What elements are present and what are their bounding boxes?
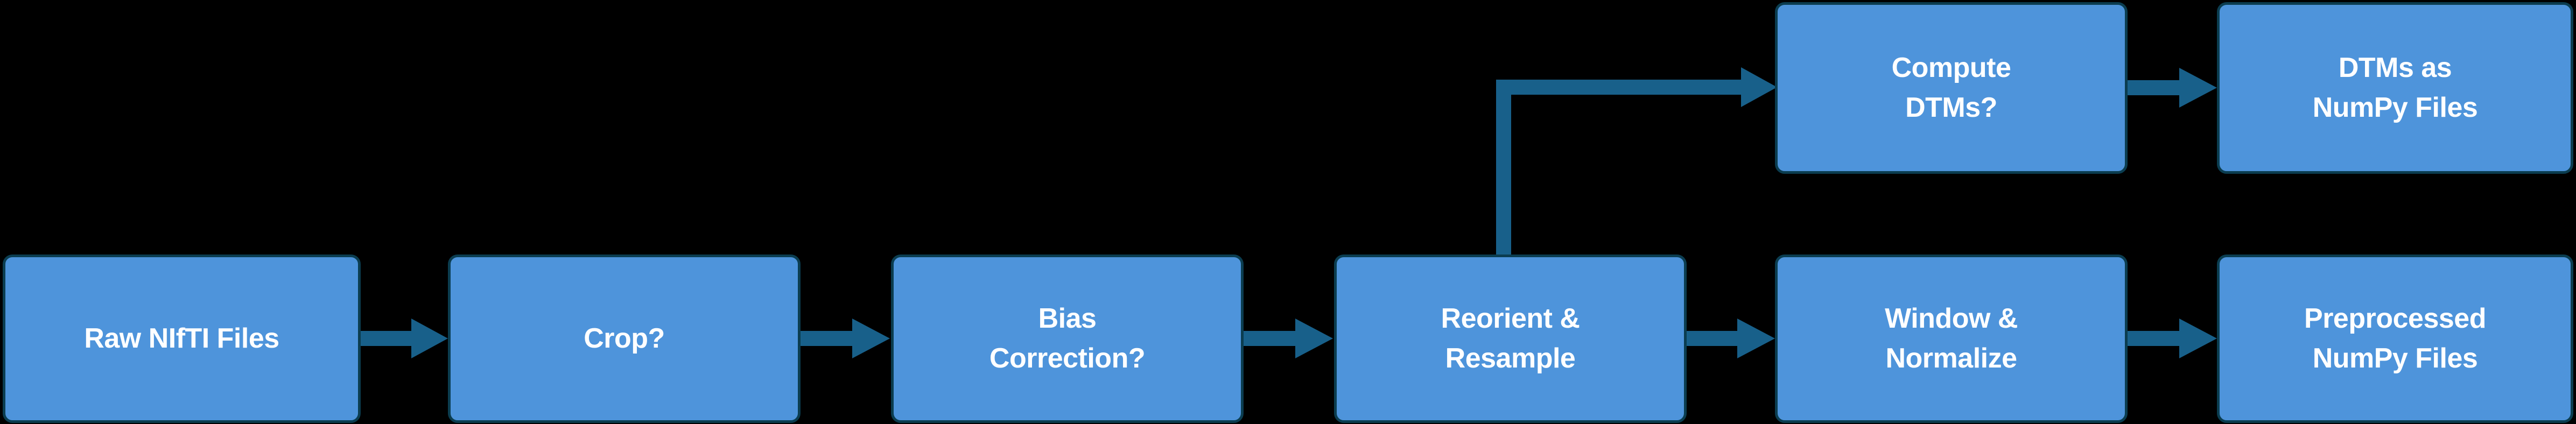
arrow-raw-nifti-to-crop (360, 317, 450, 359)
node-label-bias-correction: Bias Correction? (989, 302, 1146, 374)
node-compute-dtms[interactable]: Compute DTMs? (1775, 2, 2128, 174)
node-label-raw-nifti-files: Raw NIfTI Files (84, 322, 279, 354)
node-preprocessed-numpy-files[interactable]: Preprocessed NumPy Files (2217, 255, 2573, 423)
arrow-crop-to-bias-correction (799, 317, 892, 359)
node-label-preprocessed-numpy-files: Preprocessed NumPy Files (2304, 302, 2486, 374)
node-raw-nifti-files[interactable]: Raw NIfTI Files (3, 255, 361, 423)
arrow-reorient-resample-to-window-normalize (1686, 317, 1777, 359)
node-bias-correction[interactable]: Bias Correction? (891, 255, 1244, 423)
node-label-reorient-resample: Reorient & Resample (1441, 302, 1580, 374)
node-dtms-as-numpy-files[interactable]: DTMs as NumPy Files (2217, 2, 2573, 174)
node-label-dtms-as-numpy-files: DTMs as NumPy Files (2312, 52, 2478, 123)
node-window-normalize[interactable]: Window & Normalize (1775, 255, 2128, 423)
node-label-crop: Crop? (584, 322, 665, 354)
arrow-compute-dtms-to-dtms-as-numpy (2126, 67, 2219, 109)
node-label-window-normalize: Window & Normalize (1885, 302, 2018, 374)
arrow-window-normalize-to-preprocessed-numpy (2126, 317, 2219, 359)
node-reorient-resample[interactable]: Reorient & Resample (1334, 255, 1687, 423)
arrow-bias-correction-to-reorient-resample (1243, 317, 1335, 359)
node-label-compute-dtms: Compute DTMs? (1891, 52, 2011, 123)
node-crop[interactable]: Crop? (448, 255, 801, 423)
arrow-reorient-resample-to-compute-dtms (1496, 67, 1779, 264)
